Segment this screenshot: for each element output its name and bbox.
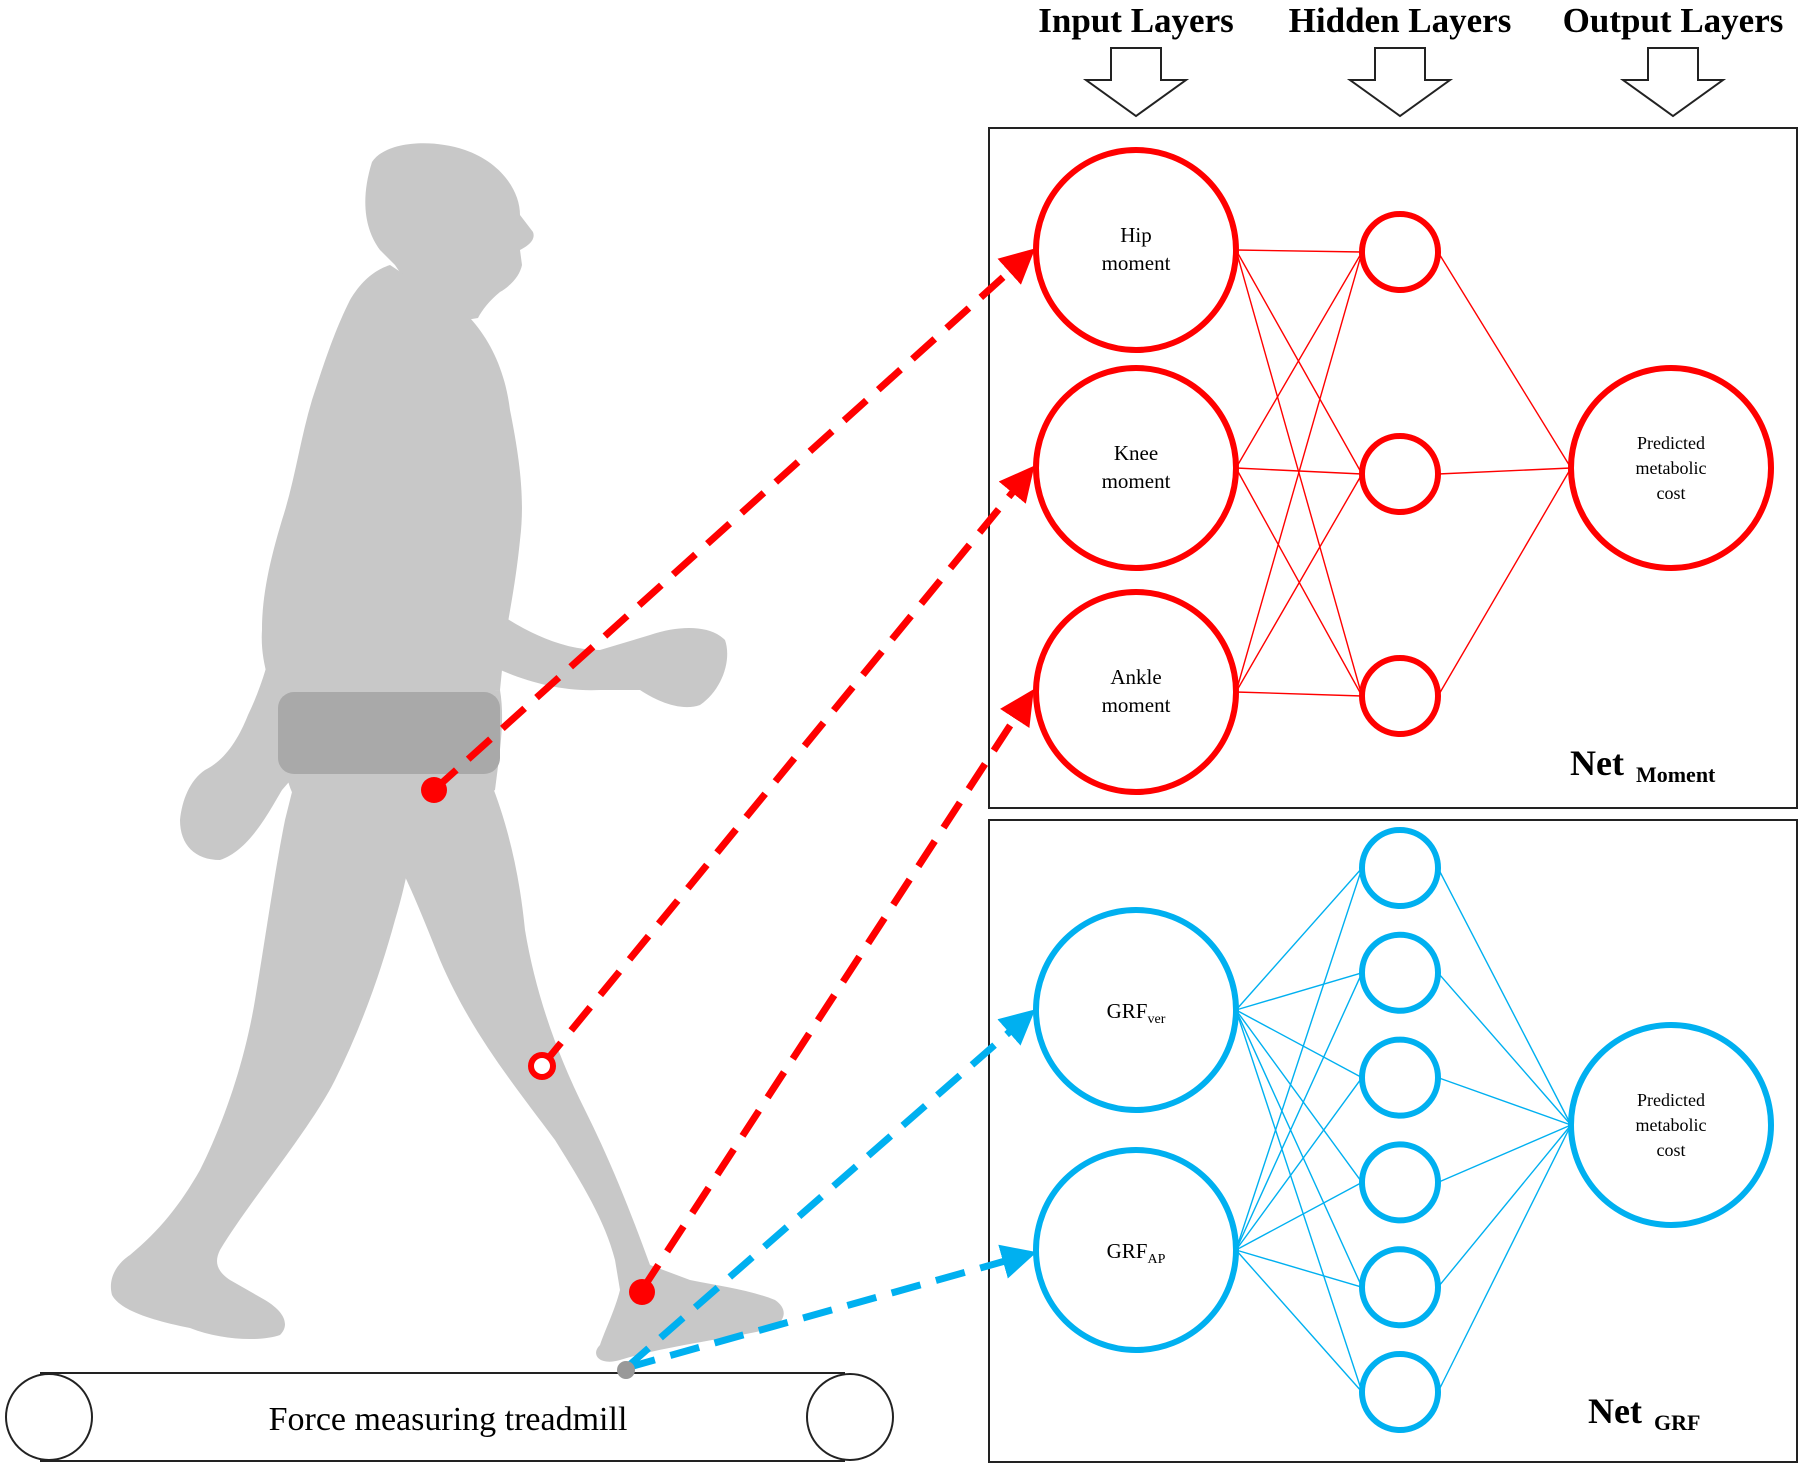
header-output-layers: Output Layers	[1563, 1, 1784, 40]
connection-line	[1235, 972, 1363, 1011]
hip-label: Hip	[1120, 223, 1152, 247]
mapping-arrows	[431, 248, 1037, 1372]
knee-label-2: moment	[1102, 469, 1171, 493]
hip-label-2: moment	[1102, 251, 1171, 275]
waist-belt	[278, 692, 500, 774]
connection-line	[1235, 1009, 1363, 1288]
connection-line	[1235, 1181, 1363, 1251]
hidden-node	[1359, 1351, 1441, 1433]
ankle-arrow	[639, 689, 1034, 1292]
connection-line	[1235, 1009, 1363, 1079]
treadmill-roller-icon	[806, 1373, 894, 1461]
hidden-node	[1359, 827, 1441, 909]
output-node-moment: Predicted metabolic cost	[1568, 365, 1774, 571]
connection-line	[1437, 1124, 1572, 1184]
connection-line	[1235, 467, 1363, 697]
ankle-label: Ankle	[1110, 665, 1161, 689]
treadmill-roller-icon	[5, 1373, 93, 1461]
input-node-grf-ver: GRFver	[1033, 907, 1239, 1113]
connection-line	[1235, 867, 1363, 1011]
down-arrow-icon	[1346, 47, 1454, 118]
net-grf: GRFver GRFAP Predicted metabolic cost Ne…	[1033, 827, 1774, 1435]
connection-line	[1235, 249, 1363, 697]
hidden-node	[1359, 1141, 1441, 1224]
hidden-node	[1359, 433, 1441, 515]
header-input-layers: Input Layers	[1038, 1, 1233, 40]
input-node-ankle: Ankle moment	[1033, 589, 1239, 795]
connection-line	[1235, 691, 1363, 697]
output-label-2: metabolic	[1636, 458, 1707, 478]
hip-marker	[421, 777, 447, 803]
knee-arrow	[539, 465, 1035, 1069]
ankle-marker	[629, 1279, 655, 1305]
grf-ap-label: GRFAP	[1107, 1239, 1166, 1267]
hidden-node	[1359, 1036, 1441, 1119]
hidden-node	[1359, 1246, 1441, 1329]
connection-line	[1437, 1124, 1572, 1288]
hip-arrow	[431, 248, 1036, 793]
connection-line	[1437, 467, 1572, 475]
output-label-2: metabolic	[1636, 1115, 1707, 1135]
treadmill-label: Force measuring treadmill	[269, 1401, 628, 1438]
connection-line	[1235, 249, 1363, 253]
output-label-1: Predicted	[1637, 1090, 1705, 1110]
hidden-layer-grf	[1359, 827, 1441, 1433]
connection-line	[1235, 1009, 1363, 1183]
down-arrow-icon	[1619, 47, 1727, 118]
hidden-layer-moment	[1359, 211, 1441, 737]
net-moment-title: Net Moment	[1570, 743, 1716, 787]
connection-line	[1235, 251, 1363, 469]
connection-line	[1235, 1249, 1363, 1393]
net-moment-connections	[1235, 249, 1572, 697]
knee-marker	[528, 1052, 556, 1080]
hidden-node	[1359, 931, 1441, 1014]
connection-line	[1235, 1077, 1363, 1251]
ankle-label-2: moment	[1102, 693, 1171, 717]
hidden-node	[1359, 211, 1441, 293]
connection-line	[1437, 972, 1572, 1126]
connection-line	[1235, 1249, 1363, 1288]
connection-line	[1235, 249, 1363, 475]
output-label-3: cost	[1657, 483, 1686, 503]
connection-line	[1235, 972, 1363, 1251]
grf-ver-label: GRFver	[1107, 999, 1166, 1027]
connection-line	[1437, 1124, 1572, 1393]
connection-line	[1437, 1076, 1572, 1126]
input-node-hip: Hip moment	[1033, 147, 1239, 353]
header-hidden-layers: Hidden Layers	[1289, 1, 1512, 40]
net-grf-title: Net GRF	[1588, 1391, 1700, 1435]
treadmill: Force measuring treadmill	[5, 1372, 894, 1462]
connection-line	[1437, 867, 1572, 1126]
ground-contact-marker	[617, 1361, 635, 1379]
connection-line	[1437, 251, 1572, 469]
knee-label: Knee	[1114, 441, 1158, 465]
output-label-3: cost	[1657, 1140, 1686, 1160]
connection-line	[1235, 1009, 1363, 1393]
input-node-knee: Knee moment	[1033, 365, 1239, 571]
column-headers: Input Layers Hidden Layers Output Layers	[1038, 1, 1784, 118]
grf-ap-arrow	[625, 1244, 1037, 1372]
net-moment: Hip moment Knee moment Ankle moment Pred…	[1033, 147, 1774, 795]
input-node-grf-ap: GRFAP	[1033, 1147, 1239, 1353]
net-grf-connections	[1235, 867, 1572, 1393]
hidden-node	[1359, 655, 1441, 737]
down-arrow-icon	[1082, 47, 1190, 118]
connection-line	[1235, 867, 1363, 1251]
output-label-1: Predicted	[1637, 433, 1705, 453]
output-node-grf: Predicted metabolic cost	[1568, 1022, 1774, 1228]
connection-line	[1437, 467, 1572, 697]
